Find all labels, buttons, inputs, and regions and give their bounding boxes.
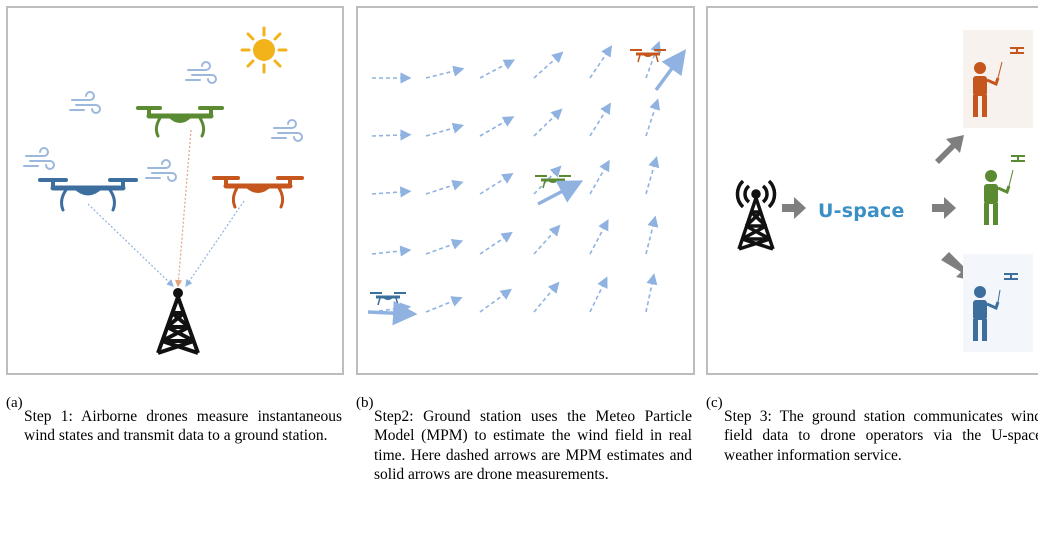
dashed-arrow-icon — [645, 155, 660, 195]
caption-letter-a: (a) — [6, 395, 23, 411]
wind-icon — [69, 91, 101, 114]
wind-icon — [145, 159, 177, 182]
dashed-arrow-icon — [589, 218, 609, 255]
dashed-arrow-icon — [371, 186, 412, 198]
gray-arrow-icon — [932, 197, 956, 219]
drone-icon — [136, 106, 224, 138]
dashed-arrow-icon — [533, 165, 562, 195]
dashed-arrow-icon — [425, 239, 464, 255]
dashed-arrow-icon — [645, 273, 658, 313]
wind-icon — [23, 147, 55, 170]
caption-c: Step 3: The ground station communicates … — [724, 408, 1038, 464]
dashed-arrow-icon — [371, 245, 412, 257]
drone-icon — [630, 49, 666, 63]
operator-icon — [973, 273, 1018, 341]
wind-icon — [271, 119, 303, 142]
dashed-arrow-icon — [589, 276, 608, 313]
dashed-arrow-icon — [479, 59, 516, 79]
wind-icon — [185, 61, 217, 84]
dashed-arrow-icon — [425, 122, 465, 137]
caption-a: Step 1: Airborne drones measure instanta… — [24, 408, 342, 445]
dashed-arrow-icon — [533, 51, 564, 79]
panel-c: U-space — [706, 6, 1038, 375]
caption-b: Step2: Ground station uses the Meteo Par… — [374, 408, 692, 484]
dashed-arrow-icon — [425, 296, 463, 313]
dashed-arrow-icon — [645, 215, 659, 255]
drone-icon — [212, 176, 304, 209]
dashed-arrow-icon — [479, 231, 513, 255]
drone-icon — [370, 292, 406, 306]
solid-arrow-icon — [654, 49, 687, 92]
dashed-arrow-icon — [425, 65, 465, 79]
dashed-arrow-icon — [479, 116, 515, 137]
dashed-arrow-icon — [645, 98, 661, 137]
dashed-arrow-icon — [589, 159, 610, 195]
dashed-arrow-icon — [533, 281, 560, 313]
caption-letter-b: (b) — [356, 395, 374, 411]
uspace-label: U-space — [818, 200, 905, 222]
solid-arrow-icon — [367, 300, 418, 326]
tower-icon — [156, 288, 200, 355]
operator-icon — [984, 155, 1025, 225]
drone-icon — [38, 178, 138, 212]
caption-letter-c: (c) — [706, 395, 723, 411]
gray-arrow-icon — [935, 135, 964, 164]
dashed-arrow-icon — [425, 179, 464, 195]
sun-icon — [240, 26, 288, 74]
dashed-arrow-icon — [533, 108, 563, 137]
dashed-arrow-icon — [589, 45, 613, 79]
solid-arrow-icon — [537, 180, 584, 206]
gray-arrow-icon — [782, 197, 806, 219]
dashed-arrow-icon — [589, 102, 611, 137]
dashed-arrow-icon — [645, 40, 661, 79]
panel-a — [6, 6, 344, 375]
panel-b — [356, 6, 695, 375]
operator-icon — [973, 47, 1024, 117]
dashed-arrow-icon — [479, 288, 512, 313]
dashed-arrow-icon — [371, 129, 412, 141]
tower-icon — [735, 179, 777, 251]
drone-icon — [535, 175, 571, 189]
dashed-arrow-icon — [479, 173, 514, 195]
dashed-arrow-icon — [533, 224, 561, 255]
wind-field-diagram — [367, 40, 687, 326]
